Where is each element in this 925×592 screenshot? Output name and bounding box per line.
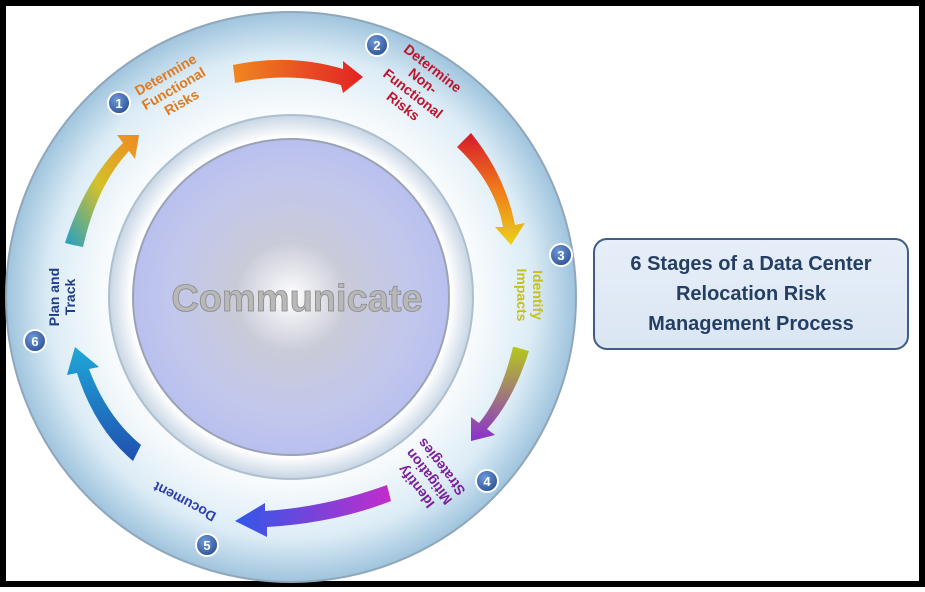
svg-text:Identify: Identify: [530, 270, 546, 320]
svg-text:Impacts: Impacts: [514, 269, 530, 322]
svg-text:Plan and: Plan and: [46, 268, 62, 326]
stage-badge-1: 1: [107, 91, 131, 115]
cycle-diagram: Communicate 1 2 3 4 5 6 Determine: [5, 11, 577, 583]
diagram-title: 6 Stages of a Data Center Relocation Ris…: [630, 253, 872, 335]
stage-label-6: Plan and Track: [46, 268, 78, 326]
stage-badge-4: 4: [475, 469, 499, 493]
stage-badge-3: 3: [549, 243, 573, 267]
svg-text:3: 3: [557, 248, 564, 263]
svg-text:5: 5: [203, 538, 210, 553]
stage-badge-6: 6: [23, 329, 47, 353]
svg-text:1: 1: [115, 96, 122, 111]
arrow-3: [457, 133, 525, 245]
svg-text:6: 6: [31, 334, 38, 349]
stage-badge-5: 5: [195, 533, 219, 557]
arrow-2: [233, 59, 363, 93]
svg-text:2: 2: [373, 38, 380, 53]
arrow-1: [65, 135, 139, 247]
svg-text:4: 4: [483, 474, 491, 489]
svg-text:Track: Track: [62, 278, 78, 315]
stage-label-3: Identify Impacts: [514, 269, 546, 322]
arrow-6: [67, 347, 141, 461]
title-box: 6 Stages of a Data Center Relocation Ris…: [593, 238, 909, 350]
arrow-4: [471, 347, 529, 441]
arrow-5: [235, 485, 391, 537]
stage-badge-2: 2: [365, 33, 389, 57]
center-label: Communicate: [171, 278, 422, 320]
center-disc: [132, 138, 450, 456]
